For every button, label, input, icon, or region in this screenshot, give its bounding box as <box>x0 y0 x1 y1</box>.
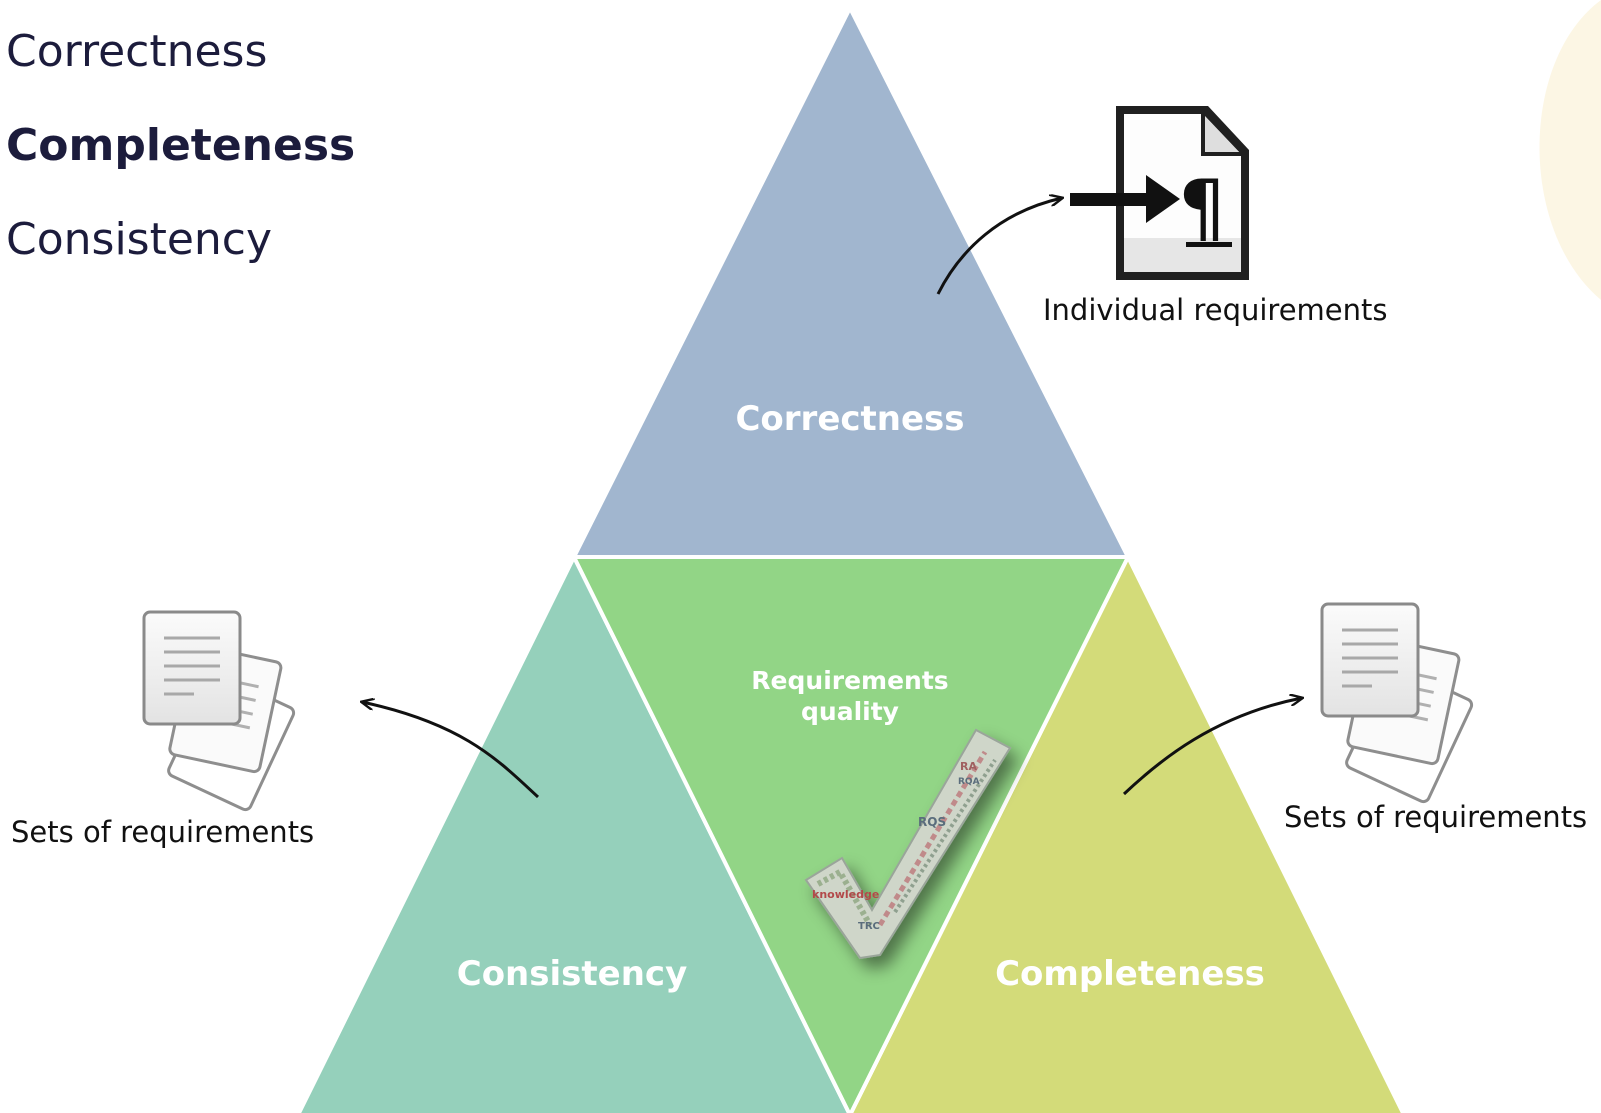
wordcloud-word-rqa: RQA <box>958 777 980 787</box>
wordcloud-word-knowledge: knowledge <box>812 888 879 901</box>
bullet-correctness: Correctness <box>6 26 268 77</box>
caption-left-sets: Sets of requirements <box>11 815 315 849</box>
consistency-label: Consistency <box>457 954 687 994</box>
decorative-edge-shape <box>1539 0 1601 300</box>
pilcrow-glyph: ¶ <box>1178 163 1226 252</box>
caption-individual-requirements: Individual requirements <box>1043 293 1388 327</box>
caption-right-sets: Sets of requirements <box>1284 800 1588 834</box>
completeness-label: Completeness <box>995 954 1265 994</box>
correctness-label: Correctness <box>735 399 964 439</box>
arrow-to-right-sets <box>1122 698 1302 796</box>
bullet-consistency: Consistency <box>6 214 273 265</box>
correctness-triangle <box>570 3 1132 559</box>
wordcloud-checkmark-icon: knowledge RQS RQA RA TRC <box>804 728 1012 960</box>
right-document-stack-icon <box>1320 602 1476 806</box>
requirements-quality-label-line1: Requirements <box>751 666 948 695</box>
bullet-completeness: Completeness <box>6 120 356 171</box>
left-document-stack-icon <box>142 610 298 814</box>
arrow-to-individual-requirements <box>936 198 1062 295</box>
wordcloud-word-trc: TRC <box>858 921 880 932</box>
requirements-quality-triangle <box>570 555 1132 1113</box>
requirements-quality-label-line2: quality <box>801 697 899 726</box>
single-document-icon: ¶ <box>1070 106 1249 280</box>
wordcloud-word-rqs: RQS <box>918 815 946 829</box>
wordcloud-word-ra: RA <box>960 760 977 773</box>
arrow-to-left-sets <box>362 702 540 799</box>
